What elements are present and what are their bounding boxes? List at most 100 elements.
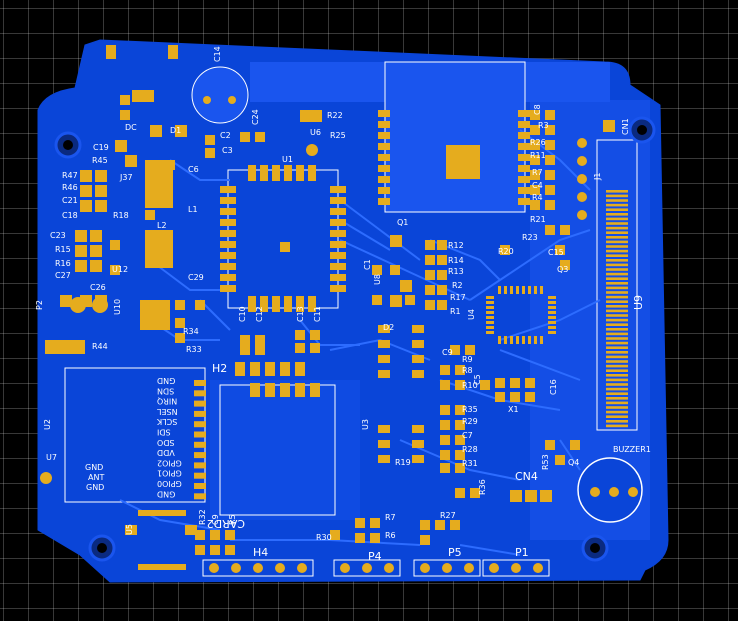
trace — [499, 299, 601, 341]
passive-pad — [125, 525, 137, 535]
label-c8: C8 — [533, 104, 542, 115]
j1-pad — [577, 210, 587, 220]
passive-pad — [370, 533, 380, 543]
passive-pad — [280, 362, 290, 376]
label-r53: R53 — [541, 454, 550, 470]
u1-right-pad — [330, 285, 346, 292]
passive-pad — [412, 355, 424, 363]
passive-pad — [310, 383, 320, 397]
label-r19: R19 — [395, 458, 411, 467]
label-c3: C3 — [222, 146, 233, 155]
passive-pad — [420, 520, 430, 530]
label-j1: J1 — [593, 173, 602, 181]
passive-pad — [530, 170, 540, 180]
passive-pad — [378, 370, 390, 378]
wifi-right-pad — [518, 132, 530, 139]
passive-pad — [570, 440, 580, 450]
passive-pad — [280, 383, 290, 397]
lora-pin — [194, 462, 206, 469]
u9-connector-pin — [606, 337, 628, 340]
u1-bottom-pad — [308, 296, 316, 312]
passive-pad — [412, 440, 424, 448]
wifi-left-pad — [378, 132, 390, 139]
trace — [499, 349, 581, 381]
lora-pin — [194, 441, 206, 448]
u9-connector-pin — [606, 318, 628, 322]
u4-pin — [498, 286, 501, 294]
passive-pad — [355, 533, 365, 543]
label-r10: R10 — [462, 381, 478, 390]
passive-pad — [95, 185, 107, 197]
label-dc: DC — [125, 123, 137, 132]
u4-pin — [540, 336, 543, 344]
label-c12: C12 — [255, 306, 264, 322]
u9-connector-pin — [606, 240, 628, 244]
label-r31: R31 — [462, 459, 478, 468]
passive-pad — [437, 300, 447, 310]
passive-pad — [530, 125, 540, 135]
label-h4: H4 — [253, 546, 268, 559]
u4-pin — [548, 326, 556, 329]
label-l2: L2 — [157, 221, 167, 230]
passive-pad — [138, 510, 186, 516]
label-r28: R28 — [462, 445, 478, 454]
label-p4: P4 — [368, 550, 382, 563]
passive-pad — [545, 170, 555, 180]
header-outline — [413, 559, 481, 577]
passive-pad — [425, 300, 435, 310]
lora-pin — [194, 472, 206, 479]
u9-connector-pin — [606, 236, 628, 239]
u4-pin — [548, 311, 556, 314]
header-pin — [253, 563, 263, 573]
label-u9: U9 — [632, 295, 645, 310]
label-r11: R11 — [530, 151, 546, 160]
wifi-left-pad — [378, 187, 390, 194]
passive-pad — [378, 325, 390, 333]
u4-pin — [528, 286, 531, 294]
u4-pin — [510, 336, 513, 344]
passive-pad — [145, 170, 173, 208]
dc-jack-pad — [106, 45, 116, 59]
wifi-right-pad — [518, 187, 530, 194]
passive-pad — [205, 148, 215, 158]
passive-pad — [295, 343, 305, 353]
mounting-holes — [54, 116, 656, 562]
u9-connector-pin — [606, 305, 628, 308]
lora-pin-label: GPIO0 — [157, 479, 182, 488]
passive-pad — [400, 280, 412, 292]
label-r12: R12 — [448, 241, 464, 250]
u9-connector-pin — [606, 351, 628, 354]
u1-right-pad — [330, 219, 346, 226]
passive-pad — [145, 160, 175, 170]
wifi-module-outline — [384, 61, 526, 213]
label-cn1: CN1 — [621, 118, 630, 135]
u9-connector-pin — [606, 282, 628, 285]
passive-pad — [370, 518, 380, 528]
passive-pad — [210, 545, 220, 555]
label-c26: C26 — [90, 283, 106, 292]
u9-connector-pin — [606, 332, 628, 336]
passive-pad — [195, 530, 205, 540]
passive-pad — [75, 230, 87, 242]
u9-connector-pin — [606, 222, 628, 225]
passive-pad — [255, 132, 265, 142]
passive-pad — [175, 318, 185, 328]
label-r34: R34 — [183, 327, 199, 336]
label-r14: R14 — [448, 256, 464, 265]
passive-pad — [295, 383, 305, 397]
u4-pin — [486, 301, 494, 304]
passive-pad — [240, 345, 250, 355]
passive-pad — [175, 333, 185, 343]
passive-pad — [545, 140, 555, 150]
u1-left-pad — [220, 219, 236, 226]
u1-bottom-pad — [296, 296, 304, 312]
label-c15: C15 — [548, 248, 564, 257]
u1-right-pad — [330, 186, 346, 193]
u9-connector-pin — [606, 341, 628, 345]
wifi-center-pad — [446, 145, 480, 179]
passive-pad — [425, 255, 435, 265]
u4-pin — [516, 336, 519, 344]
label-h2: H2 — [212, 362, 227, 375]
passive-pad — [412, 340, 424, 348]
